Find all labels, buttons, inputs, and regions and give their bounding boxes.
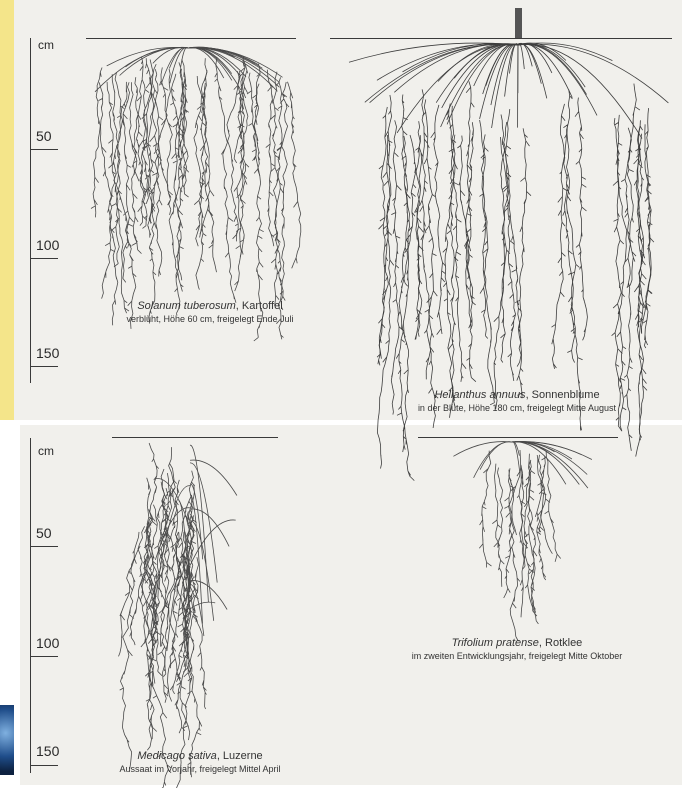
sunflower-detail: in der Blüte, Höhe 180 cm, freigelegt Mi… <box>352 402 682 415</box>
caption-alfalfa: Medicago sativa, Luzerne Aussaat im Vorj… <box>60 750 340 776</box>
caption-sunflower-title: Helianthus annuus, Sonnenblume <box>352 389 682 402</box>
alfalfa-root-system <box>119 443 237 788</box>
caption-clover-title: Trifolium pratense, Rotklee <box>352 637 682 650</box>
caption-potato: Solanum tuberosum, Kartoffel verblüht, H… <box>70 300 350 326</box>
potato-common-name: , Kartoffel <box>236 300 283 312</box>
clover-latin-name: Trifolium pratense <box>452 637 539 649</box>
clover-root-system <box>453 441 592 641</box>
caption-alfalfa-title: Medicago sativa, Luzerne <box>60 750 340 763</box>
alfalfa-latin-name: Medicago sativa <box>137 750 217 762</box>
caption-potato-title: Solanum tuberosum, Kartoffel <box>70 300 350 313</box>
potato-latin-name: Solanum tuberosum <box>137 300 235 312</box>
sunflower-latin-name: Helianthus annuus <box>434 389 525 401</box>
potato-root-system <box>91 47 301 341</box>
caption-sunflower: Helianthus annuus, Sonnenblume in der Bl… <box>352 389 682 415</box>
clover-detail: im zweiten Entwicklungsjahr, freigelegt … <box>352 650 682 663</box>
alfalfa-detail: Aussaat im Vorjahr, freigelegt Mittel Ap… <box>60 763 340 776</box>
potato-detail: verblüht, Höhe 60 cm, freigelegt Ende Ju… <box>70 313 350 326</box>
clover-common-name: , Rotklee <box>539 637 582 649</box>
caption-clover: Trifolium pratense, Rotklee im zweiten E… <box>352 637 682 663</box>
alfalfa-common-name: , Luzerne <box>217 750 263 762</box>
sunflower-common-name: , Sonnenblume <box>526 389 600 401</box>
